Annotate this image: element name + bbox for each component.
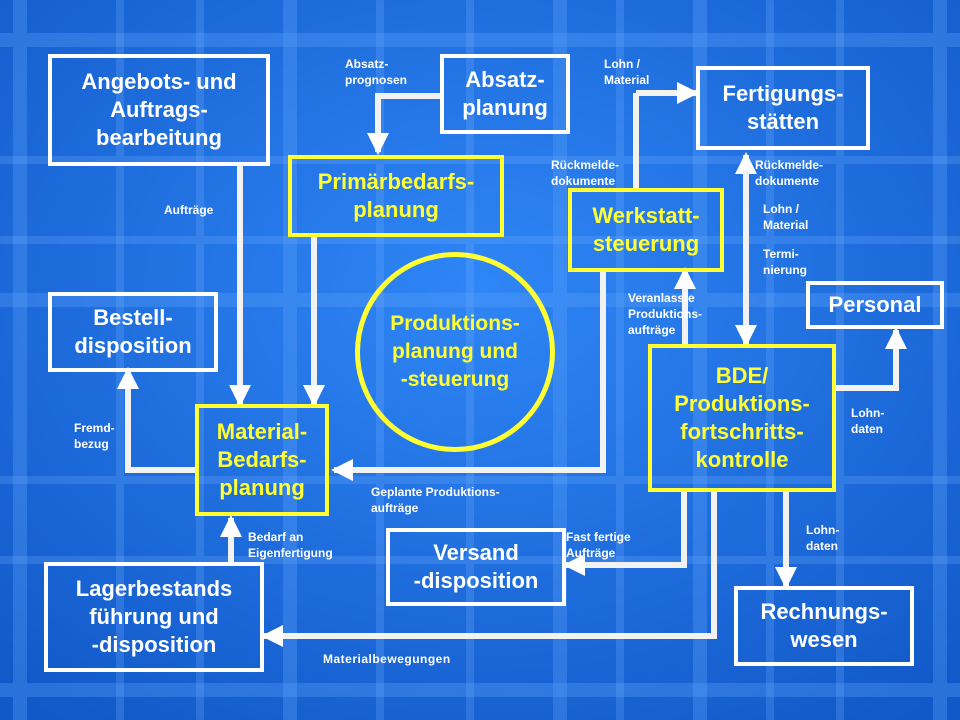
label-veranlasste-auftraege: Veranlasste Produktions- aufträge [628, 291, 702, 337]
arrow-geplante-auftraege [331, 272, 606, 481]
arrow-materialbewegungen [261, 490, 717, 647]
box-label: BDE/ Produktions- fortschritts- kontroll… [674, 363, 810, 472]
center-label: Produktions- planung und -steuerung [390, 312, 520, 391]
box-label: Rechnungs- wesen [760, 599, 888, 652]
label-geplante-auftraege: Geplante Produktions- aufträge [371, 485, 500, 515]
box-materialbedarfsplanung: Material- Bedarfs- planung [195, 404, 329, 516]
box-label: Personal [828, 292, 922, 317]
box-rechnungswesen: Rechnungs- wesen [734, 586, 914, 666]
label-rueckmelde-left: Rückmelde- dokumente [551, 158, 620, 188]
label-auftraege: Aufträge [164, 203, 214, 217]
label-fast-fertige-auftraege: Fast fertige Aufträge [566, 530, 631, 560]
arrow-fast-fertige [563, 490, 687, 576]
box-versanddisposition: Versand -disposition [386, 528, 566, 606]
label-lohndaten-bottom: Lohn- daten [806, 523, 840, 553]
box-label: Absatz- planung [462, 67, 548, 120]
box-bestelldisposition: Bestell- disposition [48, 292, 218, 372]
arrow-absatzprognosen [367, 93, 440, 155]
box-werkstattsteuerung: Werkstatt- steuerung [568, 188, 724, 272]
box-bde-produktionsfortschrittskontrolle: BDE/ Produktions- fortschritts- kontroll… [648, 344, 836, 492]
box-fertigungsstaetten: Fertigungs- stätten [696, 66, 870, 150]
label-rueckmelde-right: Rückmelde- dokumente [755, 158, 824, 188]
box-personal: Personal [806, 281, 944, 329]
label-materialbewegungen: Materialbewegungen [323, 652, 451, 666]
center-circle-produktionsplanung: Produktions- planung und -steuerung [355, 252, 555, 452]
box-label: Material- Bedarfs- planung [216, 419, 308, 500]
box-label: Werkstatt- steuerung [592, 203, 700, 256]
label-bedarf-eigenfertigung: Bedarf an Eigenfertigung [248, 530, 333, 560]
label-lohndaten-right: Lohn- daten [851, 406, 885, 436]
label-fremdbezug: Fremd- bezug [74, 421, 115, 451]
box-label: Primärbedarfs- planung [317, 169, 475, 222]
label-absatzprognosen: Absatz- prognosen [345, 57, 407, 87]
arrow-fremdbezug [117, 367, 196, 473]
label-lohn-material-right: Lohn / Material [763, 202, 809, 232]
arrow-lohndaten-personal [835, 327, 907, 391]
box-label: Bestell- disposition [74, 305, 192, 358]
label-terminierung: Termi- nierung [763, 247, 807, 277]
box-label: Versand -disposition [413, 540, 539, 593]
box-angebots-auftragsbearbeitung: Angebots- und Auftrags- bearbeitung [48, 54, 270, 166]
label-lohn-material-top: Lohn / Material [604, 57, 650, 87]
box-label: Lagerbestands führung und -disposition [75, 576, 233, 657]
box-label: Angebots- und Auftrags- bearbeitung [81, 69, 237, 150]
box-primaerbedarfsplanung: Primärbedarfs- planung [288, 155, 504, 237]
box-absatzplanung: Absatz- planung [440, 54, 570, 134]
box-lagerbestandsfuehrung: Lagerbestands führung und -disposition [44, 562, 264, 672]
box-label: Fertigungs- stätten [722, 81, 844, 134]
